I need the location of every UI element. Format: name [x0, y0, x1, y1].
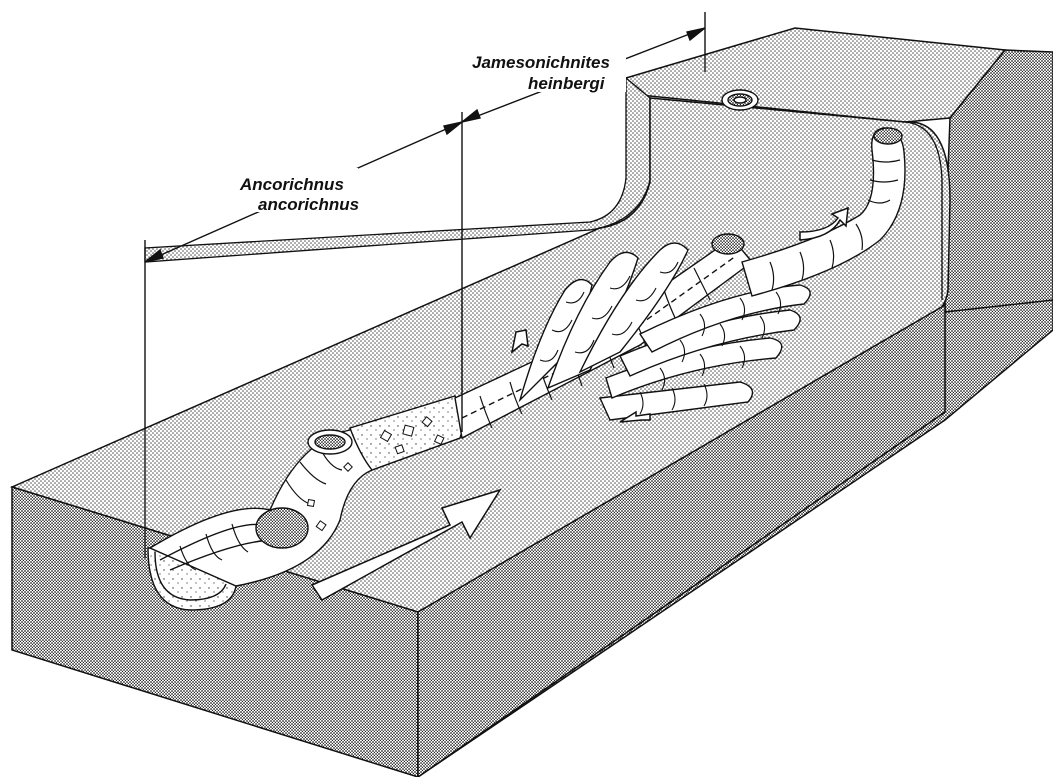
jamesonichnites-label-line1: Jamesonichnites: [472, 53, 610, 72]
step-riser: [145, 78, 650, 262]
surface-aperture: [722, 90, 758, 110]
jamesonichnites-label-line2: heinbergi: [528, 74, 606, 93]
ancorichnus-label-line2: ancorichnus: [258, 195, 359, 214]
ancorichnus-label-line1: Ancorichnus: [239, 175, 344, 194]
labels: Ancorichnus ancorichnus Jamesonichnites …: [236, 46, 626, 214]
